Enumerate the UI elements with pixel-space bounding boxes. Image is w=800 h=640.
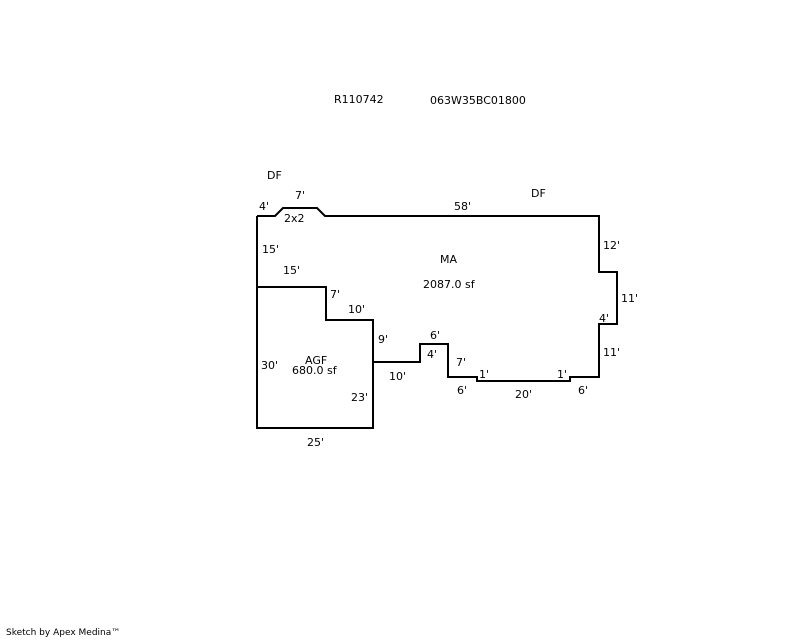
dim-1-left: 1' xyxy=(479,368,489,381)
agf-area: 680.0 sf xyxy=(292,364,338,377)
garage-divider-line xyxy=(257,286,374,362)
df-label-right: DF xyxy=(531,187,546,200)
dim-11-right: 11' xyxy=(621,292,638,305)
dim-20: 20' xyxy=(515,388,532,401)
dim-7-step: 7' xyxy=(456,356,466,369)
dim-11-lower: 11' xyxy=(603,346,620,359)
dim-1-right: 1' xyxy=(557,368,567,381)
sketch-credit: Sketch by Apex Medina™ xyxy=(6,628,121,638)
dim-4-top: 4' xyxy=(259,200,269,213)
dim-4-right: 4' xyxy=(599,312,609,325)
dim-6-left-bottom: 6' xyxy=(457,384,467,397)
dim-9: 9' xyxy=(378,333,388,346)
dim-15-inner: 15' xyxy=(283,264,300,277)
dim-7-inner: 7' xyxy=(330,288,340,301)
ma-name: MA xyxy=(440,253,457,266)
dim-6-step: 6' xyxy=(430,329,440,342)
account-id: R110742 xyxy=(334,93,384,106)
dim-30: 30' xyxy=(261,359,278,372)
chimney-label: 2x2 xyxy=(284,212,305,225)
map-number: 063W35BC01800 xyxy=(430,94,526,107)
dim-12: 12' xyxy=(603,239,620,252)
dim-7-top: 7' xyxy=(295,189,305,202)
ma-area: 2087.0 sf xyxy=(423,278,476,291)
dim-58: 58' xyxy=(454,200,471,213)
dim-25: 25' xyxy=(307,436,324,449)
agf-name: AGF xyxy=(305,354,327,367)
dim-15-left: 15' xyxy=(262,243,279,256)
dim-6-right-bottom: 6' xyxy=(578,384,588,397)
dim-23: 23' xyxy=(351,391,368,404)
main-area-outline xyxy=(256,207,618,429)
dim-4-step: 4' xyxy=(427,348,437,361)
df-label-left: DF xyxy=(267,169,282,182)
dim-10-inner: 10' xyxy=(348,303,365,316)
dim-10-bottom: 10' xyxy=(389,370,406,383)
